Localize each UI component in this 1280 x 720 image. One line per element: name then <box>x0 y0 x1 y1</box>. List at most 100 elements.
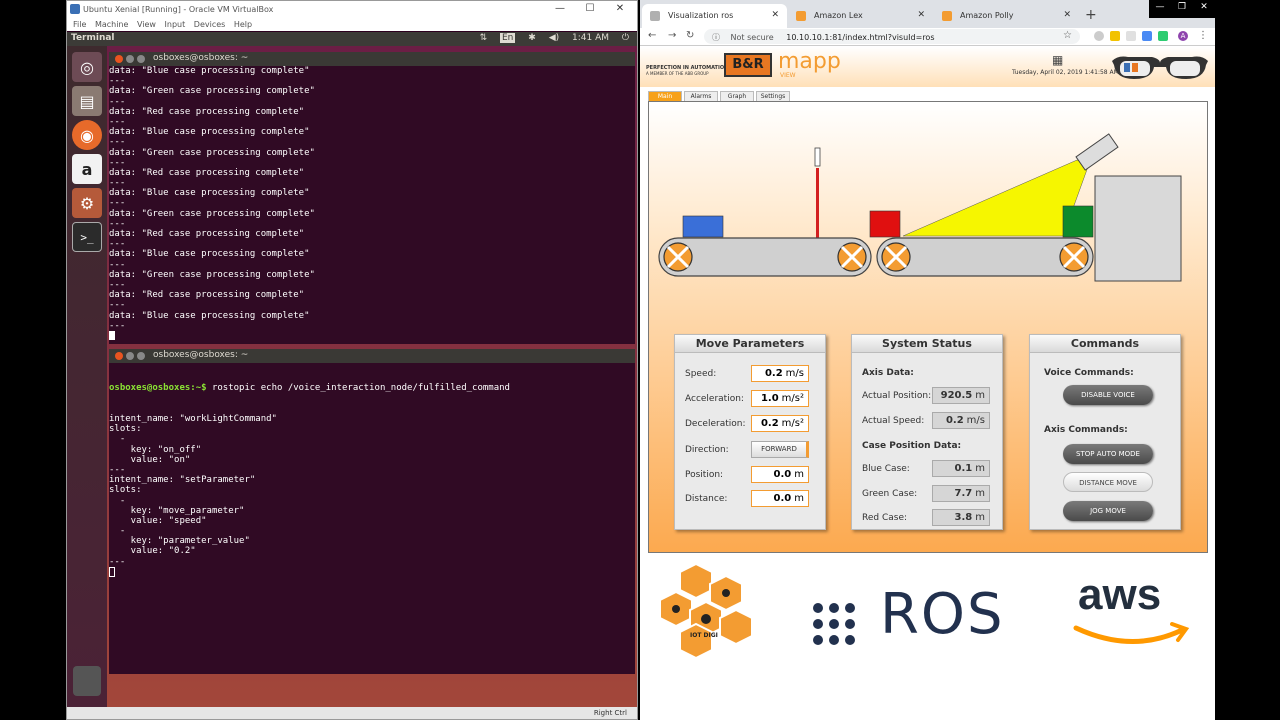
tagline-main: PERFECTION IN AUTOMATION <box>646 65 729 71</box>
extension-icon[interactable] <box>1110 31 1120 41</box>
terminal-line: --- <box>109 116 126 127</box>
amazon-icon[interactable]: a <box>72 154 102 184</box>
terminal-icon[interactable]: >_ <box>72 222 102 252</box>
hmi-page: PERFECTION IN AUTOMATION A MEMBER OF THE… <box>640 47 1215 720</box>
direction-toggle[interactable]: FORWARD <box>751 441 809 458</box>
minimize-icon[interactable]: — <box>555 3 565 14</box>
menu-dots-icon[interactable]: ⋮ <box>1198 30 1208 41</box>
tab-settings[interactable]: Settings <box>756 91 790 101</box>
terminal-line: data: "Green case processing complete" <box>109 86 315 97</box>
vbox-titlebar: Ubuntu Xenial [Running] - Oracle VM Virt… <box>67 1 637 19</box>
close-icon[interactable] <box>115 352 123 360</box>
terminal-line: --- <box>109 178 126 189</box>
extension-icon[interactable] <box>1142 31 1152 41</box>
ubuntu-dash-icon[interactable]: ◎ <box>72 52 102 82</box>
menu-view[interactable]: View <box>136 20 156 29</box>
terminal-line: --- <box>109 76 126 87</box>
restore-icon[interactable]: ❐ <box>1177 2 1187 12</box>
terminal-window-1[interactable]: osboxes@osboxes: ~ data: "Blue case proc… <box>109 52 635 344</box>
menu-devices[interactable]: Devices <box>193 20 226 29</box>
close-tab-icon[interactable]: ✕ <box>771 10 779 20</box>
new-tab-icon[interactable]: + <box>1085 7 1097 23</box>
menu-machine[interactable]: Machine <box>94 20 129 29</box>
tab-graph[interactable]: Graph <box>720 91 754 101</box>
actual-position-value: 920.5 <box>940 390 973 401</box>
actual-position-unit: m <box>975 390 985 401</box>
br-logo: B&R <box>724 53 772 77</box>
tagline-sub: A MEMBER OF THE ABB GROUP <box>646 71 709 76</box>
roller-icon <box>881 242 911 272</box>
blue-case-value: 0.1 <box>954 463 973 474</box>
actual-speed-value: 0.2 <box>945 415 964 426</box>
minimize-icon[interactable]: — <box>1155 2 1165 12</box>
terminal-line: data: "Red case processing complete" <box>109 106 305 117</box>
toolbar: ← → ↻ ⓘ Not secure 10.10.10.1:81/index.h… <box>640 28 1215 46</box>
volume-icon[interactable]: ◀) <box>548 33 560 43</box>
tab-amazon-lex[interactable]: Amazon Lex ✕ <box>788 4 933 28</box>
address-bar[interactable]: ⓘ Not secure 10.10.10.1:81/index.html?vi… <box>704 29 1080 44</box>
clock[interactable]: 1:41 AM <box>572 33 609 43</box>
maximize-icon[interactable] <box>137 352 145 360</box>
stop-auto-mode-button[interactable]: STOP AUTO MODE <box>1063 444 1153 464</box>
minimize-icon[interactable] <box>126 55 134 63</box>
reload-icon[interactable]: ↻ <box>686 30 695 41</box>
light-beam <box>902 159 1090 237</box>
firefox-icon[interactable]: ◉ <box>72 120 102 150</box>
disable-voice-button[interactable]: DISABLE VOICE <box>1063 385 1153 405</box>
position-value: 0.0 <box>773 469 792 480</box>
tab-main[interactable]: Main <box>648 91 682 101</box>
files-icon[interactable]: ▤ <box>72 86 102 116</box>
bluetooth-icon[interactable]: ✱ <box>528 33 536 43</box>
close-icon[interactable]: ✕ <box>615 3 625 14</box>
tab-alarms[interactable]: Alarms <box>684 91 718 101</box>
tab-visualization-ros[interactable]: Visualization ros ✕ <box>642 4 787 28</box>
acceleration-label: Acceleration: <box>685 394 744 404</box>
maximize-icon[interactable]: ☐ <box>585 3 595 14</box>
network-icon[interactable]: ⇅ <box>479 33 488 43</box>
roller-icon <box>663 242 693 272</box>
forward-icon[interactable]: → <box>668 30 677 41</box>
close-icon[interactable]: ✕ <box>1200 2 1208 12</box>
close-tab-icon[interactable]: ✕ <box>1063 10 1071 20</box>
axis-data-heading: Axis Data: <box>862 368 914 378</box>
back-icon[interactable]: ← <box>648 30 657 41</box>
tab-label: Amazon Polly <box>960 11 1014 20</box>
close-tab-icon[interactable]: ✕ <box>917 10 925 20</box>
terminal-window-2[interactable]: osboxes@osboxes: ~ osboxes@osboxes:~$ ro… <box>109 349 635 674</box>
page-favicon-icon <box>650 11 660 21</box>
profile-avatar[interactable]: A <box>1178 31 1188 41</box>
maximize-icon[interactable] <box>137 55 145 63</box>
info-icon[interactable]: ⓘ <box>712 33 720 42</box>
distance-move-button[interactable]: DISTANCE MOVE <box>1063 472 1153 492</box>
terminal-line: data: "Blue case processing complete" <box>109 249 310 260</box>
close-icon[interactable] <box>115 55 123 63</box>
minimize-icon[interactable] <box>126 352 134 360</box>
tab-label: Amazon Lex <box>814 11 863 20</box>
terminal-line: slots: <box>109 424 142 435</box>
extension-icon[interactable] <box>1094 31 1104 41</box>
axis-commands-heading: Axis Commands: <box>1044 425 1128 435</box>
menu-file[interactable]: File <box>73 20 87 29</box>
settings-gear-icon[interactable]: ⚙ <box>72 188 102 218</box>
keyboard-layout[interactable]: En <box>500 33 516 43</box>
tab-amazon-polly[interactable]: Amazon Polly ✕ <box>934 4 1079 28</box>
vbox-title: Ubuntu Xenial [Running] - Oracle VM Virt… <box>83 5 274 14</box>
jog-move-button[interactable]: JOG MOVE <box>1063 501 1153 521</box>
red-case <box>869 210 901 238</box>
vbox-menubar: File Machine View Input Devices Help <box>67 19 637 31</box>
extension-icon[interactable] <box>1158 31 1168 41</box>
extension-icon[interactable] <box>1126 31 1136 41</box>
trash-icon[interactable] <box>73 666 101 696</box>
terminal-1-output: data: "Blue case processing complete" ---… <box>109 66 635 341</box>
power-icon[interactable]: ⏻ <box>621 33 629 43</box>
menu-help[interactable]: Help <box>233 20 253 29</box>
menu-input[interactable]: Input <box>164 20 186 29</box>
sensor-pole <box>816 168 819 238</box>
bookmark-star-icon[interactable]: ☆ <box>1063 30 1072 41</box>
